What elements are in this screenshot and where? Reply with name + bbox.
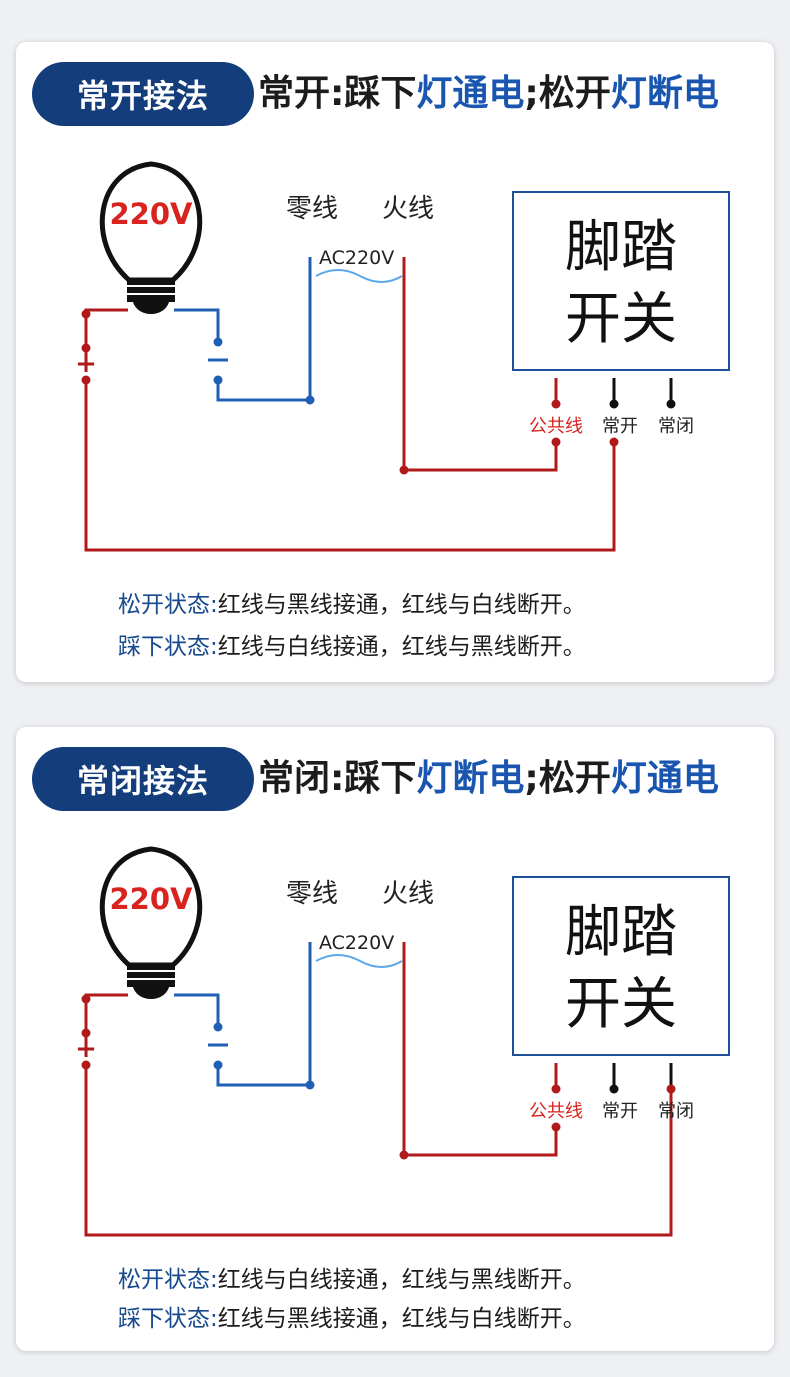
red-wire-plus-normally-open — [84, 380, 616, 552]
bulb-red-junction — [81, 309, 91, 319]
common-lower-dot — [551, 437, 561, 447]
foot-switch-label-line2: 开关 — [565, 287, 677, 352]
bulb-red-junction — [81, 994, 91, 1004]
light-bulb-icon — [99, 846, 203, 999]
released-state-text: 红线与白线接通，红线与黑线断开。 — [217, 1267, 586, 1293]
common-upper-dot — [551, 1084, 561, 1094]
terminal-label-normally-closed: 常闭 — [658, 416, 694, 437]
headline-part-b: 灯通电 — [416, 73, 525, 114]
ac-voltage-label: AC220V — [319, 932, 394, 954]
normally-open-headline: 常开:踩下灯通电;松开灯断电 — [258, 66, 719, 122]
foot-switch-label-line1: 脚踏 — [565, 215, 677, 280]
pressed-state-text: 红线与白线接通，红线与黑线断开。 — [217, 634, 586, 660]
headline-part-a: 常闭:踩下 — [258, 758, 417, 799]
blue-wire-minus-neutral — [216, 257, 312, 402]
plus-sign: + — [75, 1034, 97, 1064]
live-junction-dot — [399, 465, 409, 475]
plus-upper-dot — [81, 1028, 91, 1038]
headline-part-d: 灯通电 — [610, 758, 719, 799]
minus-lower-dot — [213, 375, 223, 385]
live-junction-dot — [399, 1150, 409, 1160]
terminal-label-normally-open: 常开 — [602, 416, 638, 437]
normally-open-panel: 常开接法 常开:踩下灯通电;松开灯断电 220V — [16, 42, 774, 682]
blue-wire-bulb-minus — [174, 308, 220, 342]
headline-part-b: 灯断电 — [416, 758, 525, 799]
plus-upper-dot — [81, 343, 91, 353]
pressed-state-line: 踩下状态:红线与黑线接通，红线与白线断开。 — [118, 1299, 586, 1333]
blue-wire-minus-neutral — [216, 942, 312, 1087]
normally-open-lower-dot — [609, 437, 619, 447]
bulb-voltage-label: 220V — [110, 197, 194, 231]
ac-voltage-label: AC220V — [319, 247, 394, 269]
pressed-state-line: 踩下状态:红线与白线接通，红线与黑线断开。 — [118, 627, 586, 661]
ac-wave-icon — [315, 954, 403, 968]
released-state-line: 松开状态:红线与白线接通，红线与黑线断开。 — [118, 1260, 586, 1294]
red-wire-plus-normally-closed — [84, 1065, 673, 1237]
terminal-label-common: 公共线 — [529, 416, 583, 437]
foot-switch-label-line2: 开关 — [565, 972, 677, 1037]
normally-closed-headline: 常闭:踩下灯断电;松开灯通电 — [258, 751, 719, 807]
normally-closed-panel: 常闭接法 常闭:踩下灯断电;松开灯通电 220V — [16, 727, 774, 1351]
terminal-label-common: 公共线 — [529, 1101, 583, 1122]
normally-closed-upper-dot — [666, 1084, 676, 1094]
neutral-junction-dot — [305, 395, 315, 405]
released-state-label: 松开状态: — [118, 1267, 218, 1293]
live-wire-label: 火线 — [382, 194, 434, 224]
minus-upper-dot — [213, 1022, 223, 1032]
terminal-label-normally-closed: 常闭 — [658, 1101, 694, 1122]
headline-part-c: ;松开 — [524, 73, 611, 114]
minus-upper-dot — [213, 337, 223, 347]
plus-lower-dot — [81, 1060, 91, 1070]
light-bulb-icon — [99, 161, 203, 314]
red-wire-live-common — [402, 942, 558, 1157]
neutral-junction-dot — [305, 1080, 315, 1090]
pressed-state-text: 红线与黑线接通，红线与白线断开。 — [217, 1306, 586, 1332]
pressed-state-label: 踩下状态: — [118, 634, 218, 660]
normally-open-badge: 常开接法 — [32, 62, 254, 126]
normally-closed-wiring-diagram: 220V + 零线 火线 AC220V 脚踏 开 — [75, 846, 730, 1237]
foot-switch-box — [512, 876, 730, 1056]
normally-open-wiring-diagram: 220V + 零线 火线 AC220V 脚踏 — [75, 161, 730, 552]
pressed-state-label: 踩下状态: — [118, 1306, 218, 1332]
minus-lower-dot — [213, 1060, 223, 1070]
neutral-wire-label: 零线 — [286, 194, 338, 224]
released-state-label: 松开状态: — [118, 592, 218, 618]
common-lower-dot — [551, 1122, 561, 1132]
normally-closed-upper-dot — [666, 399, 676, 409]
foot-switch-label-line1: 脚踏 — [565, 900, 677, 965]
red-wire-live-common — [402, 257, 558, 472]
normally-closed-badge: 常闭接法 — [32, 747, 254, 811]
blue-wire-bulb-minus — [174, 993, 220, 1027]
common-upper-dot — [551, 399, 561, 409]
headline-part-a: 常开:踩下 — [258, 73, 417, 114]
ac-wave-icon — [315, 269, 403, 283]
released-state-text: 红线与黑线接通，红线与白线断开。 — [217, 592, 586, 618]
plus-sign: + — [75, 349, 97, 379]
normally-open-upper-dot — [609, 1084, 619, 1094]
terminal-label-normally-open: 常开 — [602, 1101, 638, 1122]
plus-lower-dot — [81, 375, 91, 385]
released-state-line: 松开状态:红线与黑线接通，红线与白线断开。 — [118, 585, 586, 619]
headline-part-d: 灯断电 — [610, 73, 719, 114]
live-wire-label: 火线 — [382, 879, 434, 909]
normally-open-upper-dot — [609, 399, 619, 409]
headline-part-c: ;松开 — [524, 758, 611, 799]
bulb-voltage-label: 220V — [110, 882, 194, 916]
neutral-wire-label: 零线 — [286, 879, 338, 909]
foot-switch-box — [512, 191, 730, 371]
